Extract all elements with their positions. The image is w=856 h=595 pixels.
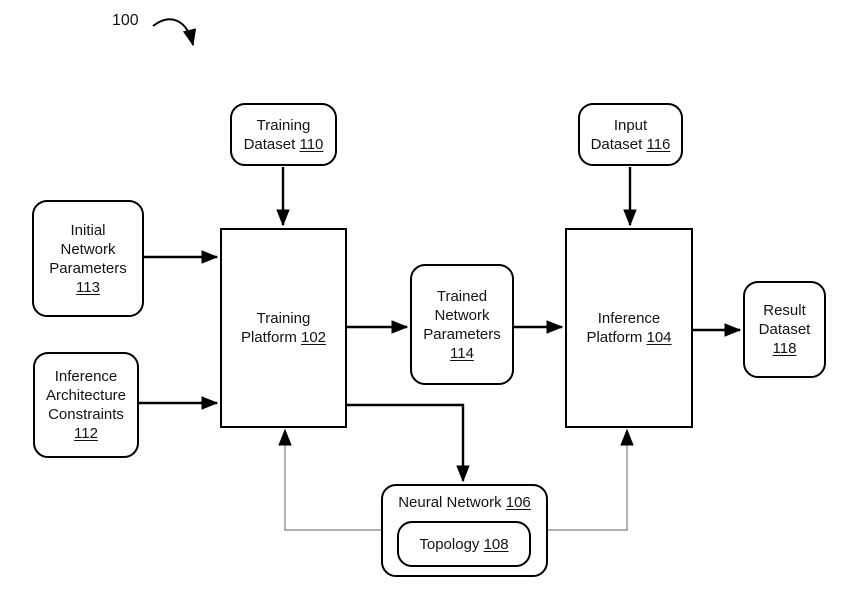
inference-platform-label-line1: Inference: [597, 310, 661, 327]
neural-network-ref: 106: [505, 494, 531, 511]
input-dataset-label-line2: Dataset 116: [590, 135, 671, 153]
training-dataset-ref: 110: [299, 135, 324, 153]
training-dataset-label-line2: Dataset 110: [243, 135, 324, 153]
figure-ref-curved-arrow: [152, 18, 193, 45]
result-dataset-label-line2: Dataset: [758, 321, 811, 338]
input-dataset-label-line1: Input: [613, 116, 648, 134]
initial-network-parameters-label-line3: Parameters: [49, 259, 127, 277]
initial-network-parameters-box: Initial Network Parameters 113: [32, 200, 144, 317]
inference-architecture-constraints-ref: 112: [74, 425, 98, 442]
trained-network-parameters-label-line1: Trained: [436, 287, 488, 305]
trained-network-parameters-ref: 114: [450, 344, 474, 362]
training-platform-label-line1: Training: [256, 310, 311, 327]
input-dataset-box: Input Dataset 116: [578, 103, 683, 166]
training-dataset-box: Training Dataset 110: [230, 103, 337, 166]
result-dataset-box: Result Dataset 118: [743, 281, 826, 378]
trained-network-parameters-label-line2: Network: [434, 306, 490, 324]
trained-network-parameters-box: Trained Network Parameters 114: [410, 264, 514, 385]
arrow-training-platform-to-neural-network: [347, 403, 463, 481]
inference-architecture-constraints-label-line3: Constraints: [48, 406, 124, 423]
feedback-arrow-neural-network-to-training-platform: [285, 430, 381, 531]
inference-architecture-constraints-label-line2: Architecture: [45, 387, 127, 404]
initial-network-parameters-ref: 113: [76, 278, 100, 296]
feedback-arrow-neural-network-to-inference-platform: [548, 430, 627, 531]
topology-box: Topology 108: [397, 521, 531, 567]
inference-architecture-constraints-box: Inference Architecture Constraints 112: [33, 352, 139, 458]
training-platform-label-line2: Platform 102: [240, 329, 327, 346]
input-dataset-ref: 116: [646, 135, 671, 153]
inference-architecture-constraints-label-line1: Inference: [54, 368, 118, 385]
trained-network-parameters-label-line3: Parameters: [423, 325, 501, 343]
training-platform-box: Training Platform 102: [220, 228, 347, 428]
topology-ref: 108: [483, 535, 509, 553]
topology-label: Topology 108: [419, 535, 509, 553]
initial-network-parameters-label-line1: Initial: [70, 221, 106, 239]
inference-platform-box: Inference Platform 104: [565, 228, 693, 428]
neural-network-label: Neural Network 106: [398, 494, 531, 511]
inference-platform-label-line2: Platform 104: [586, 329, 672, 346]
training-dataset-label-line1: Training: [256, 116, 311, 134]
inference-platform-ref: 104: [646, 329, 672, 346]
training-platform-ref: 102: [301, 329, 327, 346]
result-dataset-label-line1: Result: [763, 302, 806, 319]
figure-ref-label: 100: [112, 12, 139, 29]
initial-network-parameters-label-line2: Network: [60, 240, 116, 258]
result-dataset-ref: 118: [772, 340, 797, 357]
